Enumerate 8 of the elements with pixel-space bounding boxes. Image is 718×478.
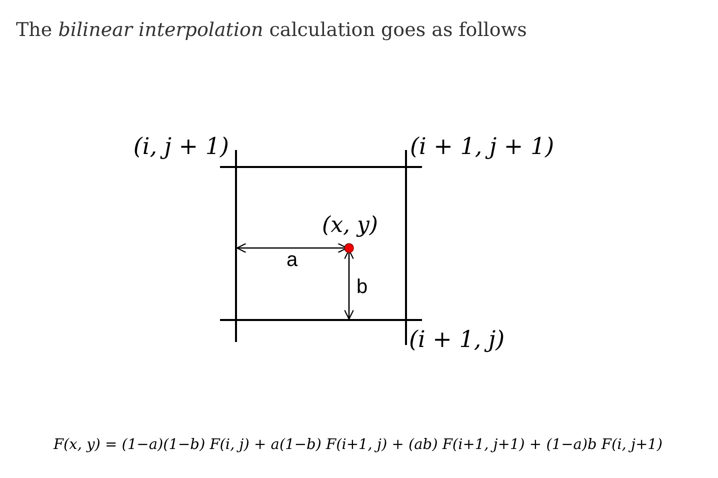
dimension-label: b: [356, 276, 368, 299]
heading: The bilinear interpolation calculation goes as follows: [16, 19, 527, 41]
coordinate-label: (i + 1, j): [409, 327, 505, 353]
coordinate-label: (i + 1, j + 1): [410, 134, 554, 160]
formula: F(x, y) = (1−a)(1−b) F(i, j) + a(1−b) F(i+1, j) + (ab) F(i+1, j+1) + (1−a)b F(i, j+1): [53, 437, 663, 453]
coordinate-label: (i, j + 1): [133, 134, 229, 160]
dimension-label: a: [286, 249, 298, 272]
coordinate-label: (x, y): [322, 213, 378, 238]
